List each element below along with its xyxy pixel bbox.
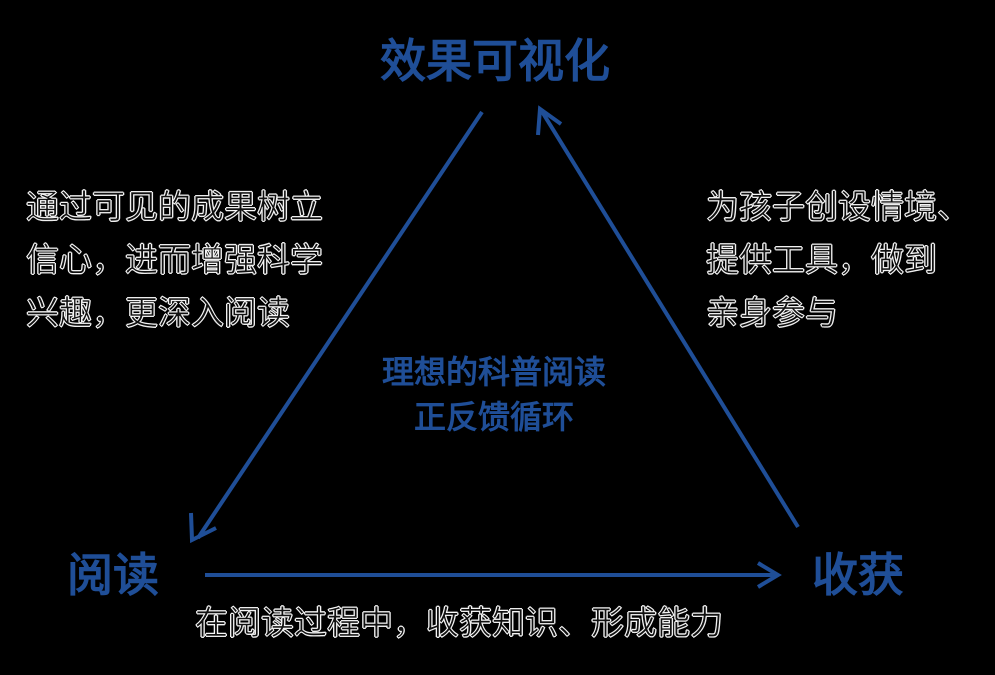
description-right: 为孩子创设情境、 提供工具，做到 亲身参与 xyxy=(706,180,971,339)
arrow-top-to-read-head xyxy=(189,512,217,544)
description-left-line: 通过可见的成果树立 xyxy=(26,187,324,227)
description-right-line: 提供工具，做到 xyxy=(706,240,938,280)
node-reading: 阅读 xyxy=(67,548,159,602)
description-left-line: 信心，进而增强科学 xyxy=(26,240,324,280)
description-left: 通过可见的成果树立 信心，进而增强科学 兴趣，更深入阅读 xyxy=(26,180,324,339)
arrow-top-to-read xyxy=(196,110,484,540)
arrow-gain-to-top-head xyxy=(536,105,563,136)
arrow-gain-to-top xyxy=(539,108,800,529)
description-right-line: 亲身参与 xyxy=(706,293,839,333)
description-right-line: 为孩子创设情境、 xyxy=(706,187,971,227)
node-visualization: 效果可视化 xyxy=(380,34,610,88)
description-bottom: 在阅读过程中，收获知识、形成能力 xyxy=(195,603,724,643)
center-title-line: 理想的科普阅读 xyxy=(381,353,606,391)
description-left-line: 兴趣，更深入阅读 xyxy=(26,293,291,333)
arrow-read-to-gain-head xyxy=(756,561,782,589)
center-title-line: 正反馈循环 xyxy=(413,398,574,436)
node-gain: 收获 xyxy=(812,548,904,602)
center-title: 理想的科普阅读 正反馈循环 xyxy=(352,350,636,440)
